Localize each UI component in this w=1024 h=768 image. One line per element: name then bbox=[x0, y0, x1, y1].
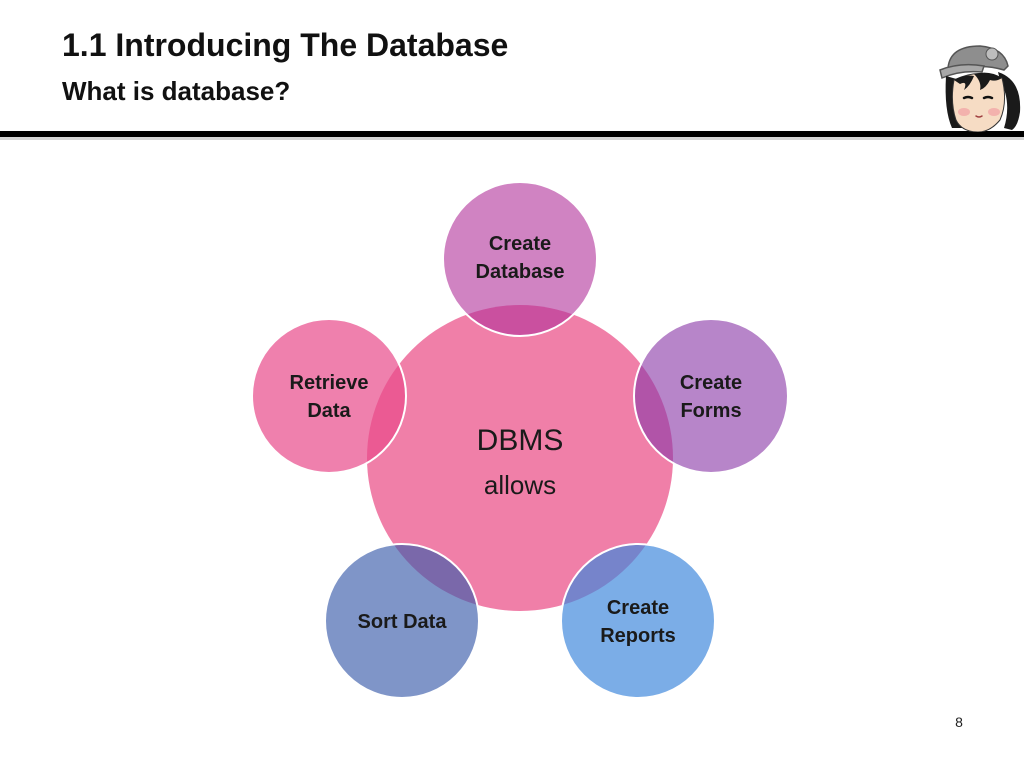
svg-text:Sort Data: Sort Data bbox=[358, 611, 448, 633]
svg-text:allows: allows bbox=[484, 470, 556, 500]
header-rule bbox=[0, 131, 1024, 137]
node-circle-create-forms bbox=[633, 318, 789, 474]
node-retrieve-data: Retrieve Data bbox=[251, 318, 407, 474]
slide-header: 1.1 Introducing The Database What is dat… bbox=[0, 0, 1024, 140]
node-label-retrieve-data-line2: Data bbox=[307, 400, 351, 422]
page-number: 8 bbox=[955, 714, 963, 730]
node-label-retrieve-data-line1: Retrieve bbox=[290, 372, 369, 394]
node-label-create-database-line1: Create bbox=[489, 233, 551, 255]
slide-subtitle: What is database? bbox=[62, 76, 291, 106]
svg-text:Forms: Forms bbox=[680, 400, 741, 422]
node-label-create-forms-line2: Forms bbox=[680, 400, 741, 422]
header-rule-shadow bbox=[0, 137, 1024, 140]
node-circle-sort-data bbox=[324, 543, 480, 699]
svg-text:Reports: Reports bbox=[600, 625, 676, 647]
node-circle-create-reports bbox=[560, 543, 716, 699]
node-label-create-database-line2: Database bbox=[476, 261, 565, 283]
node-label-create-reports-line2: Reports bbox=[600, 625, 676, 647]
cartoon-girl-with-cap-icon bbox=[939, 45, 1021, 132]
node-circle-retrieve-data bbox=[251, 318, 407, 474]
svg-text:Data: Data bbox=[307, 400, 351, 422]
svg-text:Retrieve: Retrieve bbox=[290, 372, 369, 394]
node-label-create-forms-line1: Create bbox=[680, 372, 742, 394]
svg-text:Database: Database bbox=[476, 261, 565, 283]
slide-title: 1.1 Introducing The Database bbox=[62, 27, 509, 63]
center-label-dbms: DBMS bbox=[477, 424, 564, 457]
node-circle-create-database bbox=[442, 181, 598, 337]
svg-text:DBMS: DBMS bbox=[477, 424, 564, 457]
svg-text:Create: Create bbox=[489, 233, 551, 255]
node-create-forms: Create Forms bbox=[633, 318, 789, 474]
svg-text:Create: Create bbox=[607, 597, 669, 619]
center-label-allows: allows bbox=[484, 470, 556, 500]
center-circle bbox=[367, 305, 673, 611]
node-create-reports: Create Reports bbox=[560, 543, 716, 699]
node-label-create-reports-line1: Create bbox=[607, 597, 669, 619]
svg-text:Create: Create bbox=[680, 372, 742, 394]
node-sort-data: Sort Data bbox=[324, 543, 480, 699]
node-label-sort-data-line1: Sort Data bbox=[358, 611, 448, 633]
node-create-database: Create Database bbox=[442, 181, 598, 337]
